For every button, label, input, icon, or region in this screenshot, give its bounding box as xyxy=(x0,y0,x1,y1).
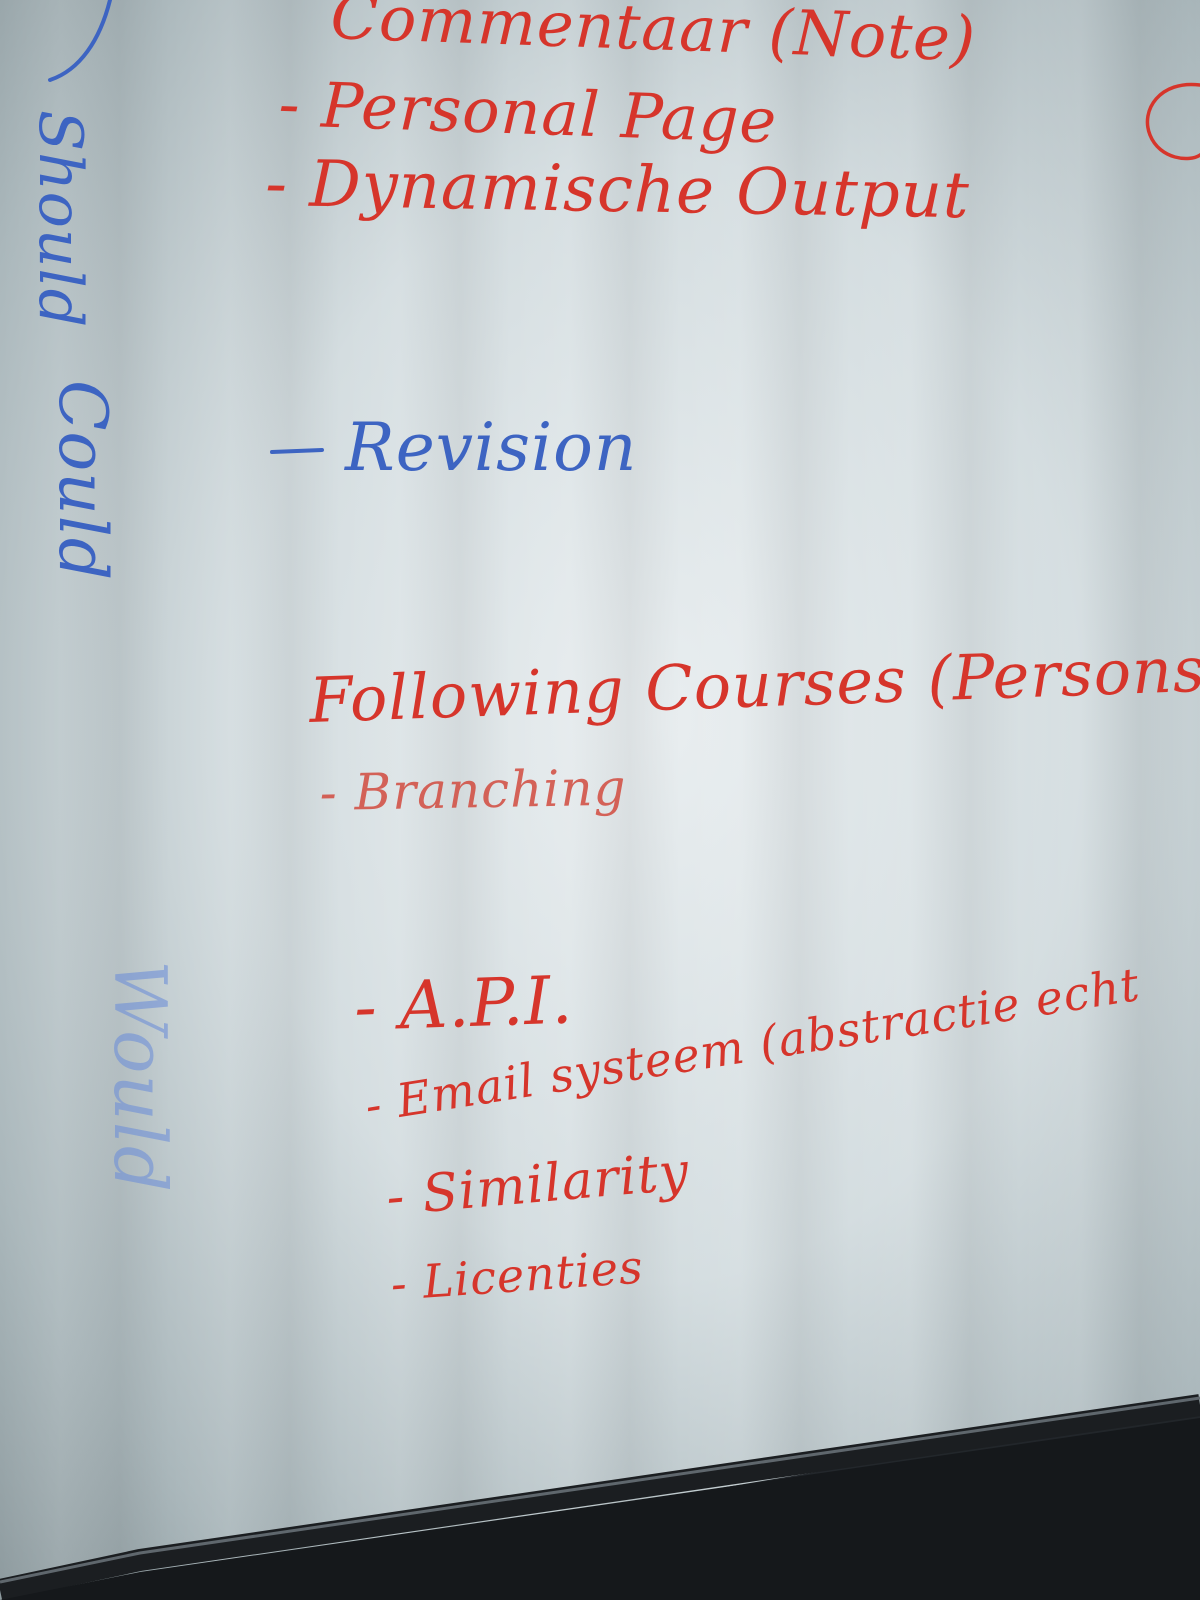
middle-list-item: - Branching xyxy=(319,759,627,822)
side-label-would: Would xyxy=(98,960,182,1193)
top-list: Commentaar (Note) - Personal Page - Dyna… xyxy=(265,0,1200,233)
side-label-should: Should xyxy=(25,110,95,328)
revision-entry: Revision xyxy=(270,409,637,486)
bottom-list: - A.P.I. - Email systeem (abstractie ech… xyxy=(353,957,1144,1311)
top-list-item: - Dynamische Output xyxy=(265,147,971,233)
bottom-list-item: - A.P.I. xyxy=(353,961,575,1046)
top-list-item: Commentaar (Note) xyxy=(329,0,977,76)
revision-label: Revision xyxy=(344,409,637,486)
blue-curve xyxy=(48,0,112,82)
revision-dash xyxy=(270,448,324,454)
circled-mark xyxy=(1145,82,1200,161)
side-label-could: Could xyxy=(44,380,121,581)
bottom-list-item: - Licenties xyxy=(389,1239,645,1311)
top-list-item: - Personal Page xyxy=(277,67,778,157)
middle-list: Following Courses (Persons) - Branching xyxy=(307,632,1200,822)
side-labels: Should Could Would xyxy=(25,0,182,1193)
bottom-list-item: - Similarity xyxy=(384,1142,692,1228)
middle-list-item: Following Courses (Persons) xyxy=(307,632,1200,737)
